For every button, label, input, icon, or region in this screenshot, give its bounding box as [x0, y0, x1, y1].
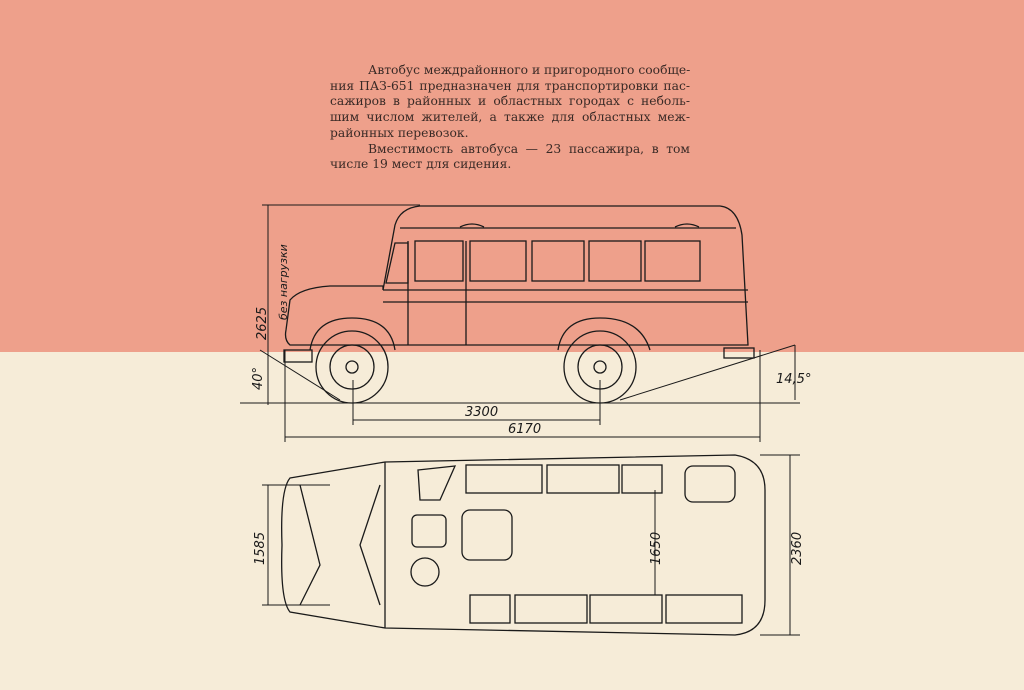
front-track-label: 1585	[253, 532, 268, 565]
rear-track-label: 1650	[649, 532, 664, 565]
bus-top-view	[281, 454, 766, 636]
departure-angle-label: 14,5°	[776, 372, 811, 387]
dimension-labels: 2625 без нагрузки 40° 14,5° 3300 6170 15…	[251, 244, 811, 565]
approach-angle-label: 40°	[251, 367, 266, 390]
text-line: Вместимость автобуса — 23 пассажира, в т…	[368, 141, 690, 156]
height-label: 2625	[255, 307, 270, 340]
length-label: 6170	[508, 422, 541, 437]
salmon-background-band	[0, 0, 1024, 352]
width-label: 2360	[790, 532, 805, 565]
text-line: шим числом жителей, а также для областны…	[330, 110, 690, 125]
dimension-lines	[240, 204, 800, 636]
text-line: районных перевозок.	[330, 125, 469, 140]
text-line: сажиров в районных и областных городах с…	[330, 94, 690, 109]
text-line: Автобус междрайонного и пригородного соо…	[368, 63, 691, 77]
wheelbase-label: 3300	[465, 405, 498, 420]
text-line: числе 19 мест для сидения.	[330, 157, 512, 172]
text-line: ния ПАЗ-651 предназначен для транспортир…	[330, 78, 690, 93]
height-note-label: без нагрузки	[277, 244, 290, 320]
bus-side-view	[283, 205, 755, 404]
description-text: Автобус междрайонного и пригородного соо…	[330, 63, 690, 173]
